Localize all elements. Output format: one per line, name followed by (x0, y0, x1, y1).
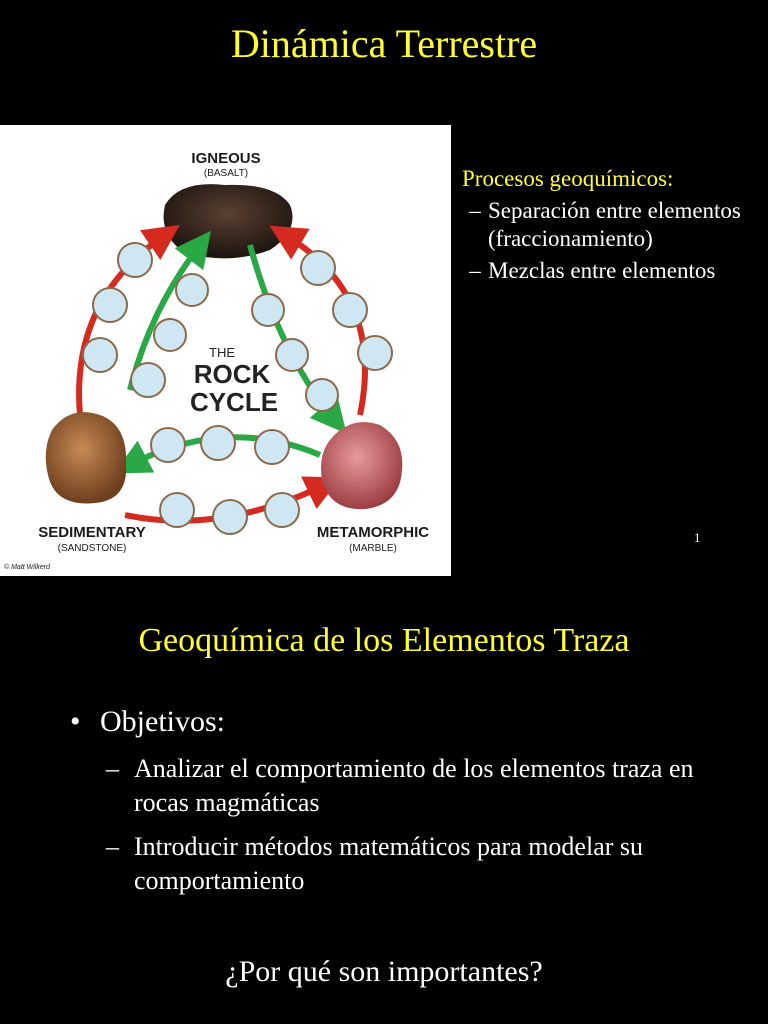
metamorphic-sub: (MARBLE) (349, 543, 397, 554)
marble-rock (321, 422, 403, 510)
center-rock: ROCK (194, 359, 271, 389)
process-item: – Mezclas entre elementos (462, 257, 762, 285)
subitem-text: Introducir métodos matemáticos para mode… (134, 832, 644, 895)
slide-2: Geoquímica de los Elementos Traza • Obje… (0, 600, 768, 1024)
subitem-text: Analizar el comportamiento de los elemen… (134, 754, 694, 817)
dash-marker: – (469, 258, 481, 283)
bullet-item: • Objetivos: (70, 705, 225, 739)
subitem: – Introducir métodos matemáticos para mo… (106, 830, 726, 898)
image-credit: © Matt Wilkerd (4, 563, 51, 571)
metamorphic-label: METAMORPHIC (317, 524, 429, 541)
subitem-list: – Analizar el comportamiento de los elem… (106, 752, 726, 908)
rock-cycle-diagram: IGNEOUS (BASALT) (0, 125, 451, 576)
igneous-label: IGNEOUS (191, 150, 260, 167)
center-cycle: CYCLE (190, 387, 278, 417)
sedimentary-label: SEDIMENTARY (38, 524, 146, 541)
process-circles (82, 242, 393, 535)
processes-heading: Procesos geoquímicos: (462, 166, 674, 191)
dash-marker: – (469, 198, 481, 223)
page-number: 1 (694, 530, 701, 545)
dash-marker: – (106, 754, 119, 783)
process-text: Mezclas entre elementos (488, 258, 716, 283)
slide-1: Dinámica Terrestre (0, 21, 762, 576)
slide-title: Dinámica Terrestre (230, 21, 538, 66)
process-text: Separación entre elementos (fraccionamie… (488, 198, 741, 251)
sandstone-rock (45, 412, 127, 504)
sedimentary-sub: (SANDSTONE) (58, 543, 127, 554)
processes-box: Procesos geoquímicos: – Separación entre… (462, 165, 762, 285)
bullet-marker: • (70, 705, 81, 738)
process-item: – Separación entre elementos (fraccionam… (462, 197, 762, 253)
subitem: – Analizar el comportamiento de los elem… (106, 752, 726, 820)
slide-title: Geoquímica de los Elementos Traza (138, 622, 630, 659)
bullet-text: Objetivos: (100, 705, 225, 738)
center-the: THE (209, 345, 235, 360)
igneous-sub: (BASALT) (204, 168, 248, 179)
dash-marker: – (106, 832, 119, 861)
basalt-rock (163, 184, 293, 259)
closing-question: ¿Por qué son importantes? (225, 955, 543, 988)
